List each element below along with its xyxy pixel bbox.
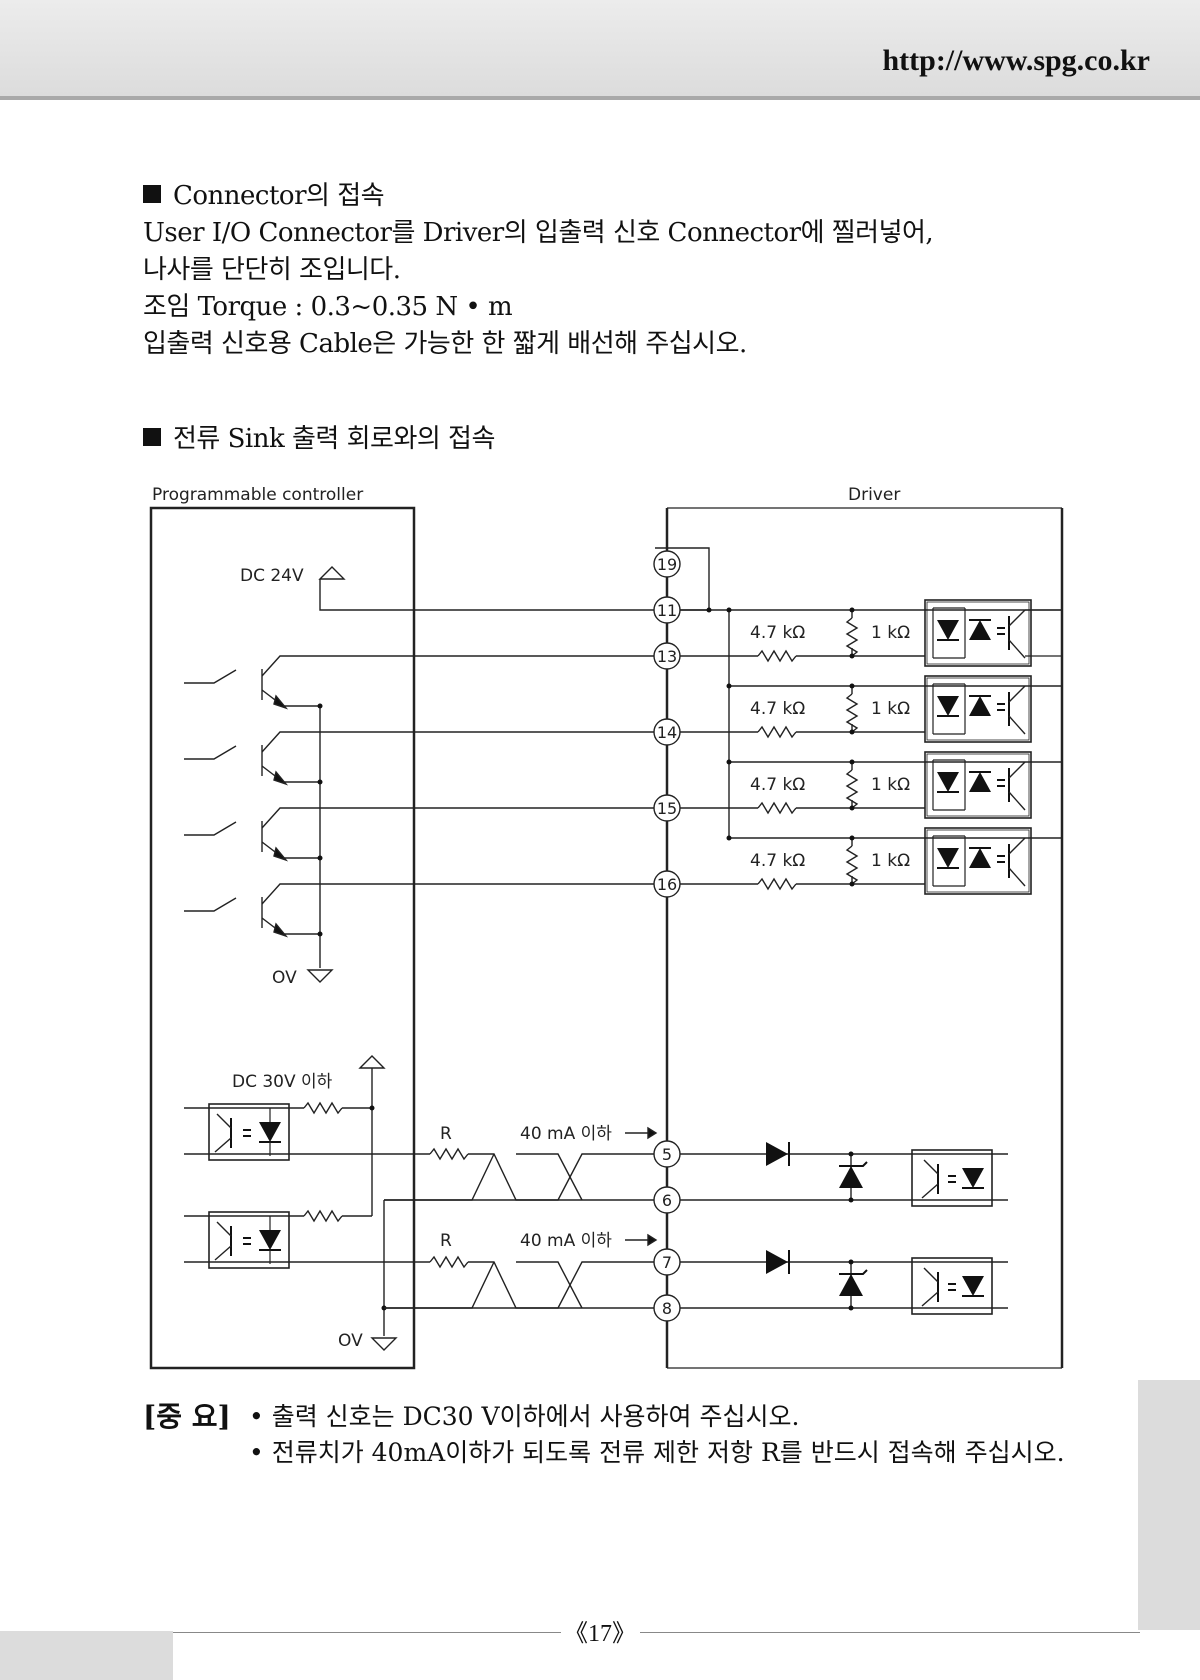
output-pair-7-8: R 40 mA 이하 <box>384 1231 658 1309</box>
input-channel-14: 4.7 kΩ 1 kΩ <box>679 675 1062 743</box>
notes-title: [중 요] <box>143 1400 231 1433</box>
driver-output-5-6 <box>679 1142 1008 1207</box>
wiring-diagram: Programmable controller Driver DC 24V <box>149 485 1064 1370</box>
pin-19: 19 <box>653 550 681 578</box>
connector-heading: Connector의 접속 <box>143 178 933 215</box>
resistor-1k-label: 1 kΩ <box>871 775 910 795</box>
resistor-1k-label: 1 kΩ <box>871 699 910 719</box>
current-limit-label: 40 mA 이하 <box>520 1231 612 1251</box>
page-number: 《17》 <box>564 1621 636 1647</box>
output-pair-5-6: R 40 mA 이하 <box>384 1124 658 1201</box>
input-channel-15: 4.7 kΩ 1 kΩ <box>679 751 1062 819</box>
square-bullet-icon <box>143 428 161 446</box>
input-channel-16: 4.7 kΩ 1 kΩ <box>679 827 1062 895</box>
current-limit-label: 40 mA 이하 <box>520 1124 612 1144</box>
svg-text:15: 15 <box>657 799 677 818</box>
diode-icon <box>766 1142 788 1166</box>
transistor-2 <box>184 731 655 786</box>
resistor-47k-label: 4.7 kΩ <box>750 851 805 871</box>
resistor-1k-label: 1 kΩ <box>871 851 910 871</box>
optocoupler-icon <box>208 1103 290 1161</box>
controller-box <box>149 506 416 1370</box>
resistor-47k-label: 4.7 kΩ <box>750 775 805 795</box>
driver-output-7-8 <box>679 1250 1008 1315</box>
svg-text:5: 5 <box>662 1145 672 1164</box>
zener-diode-icon <box>839 1274 863 1296</box>
sink-output-heading: 전류 Sink 출력 회로와의 접속 <box>143 421 495 458</box>
resistor-47k-icon <box>757 878 797 890</box>
dc24v-label: DC 24V <box>240 566 304 586</box>
page-header: http://www.spg.co.kr <box>0 0 1200 100</box>
connector-line-2: 나사를 단단히 조입니다. <box>143 255 401 285</box>
square-bullet-icon <box>143 185 161 203</box>
pin-7: 7 <box>653 1248 681 1276</box>
note-item: • 출력 신호는 DC30 V이하에서 사용하여 주십시오. <box>249 1402 800 1431</box>
resistor-47k-icon <box>757 802 797 814</box>
connector-section: Connector의 접속 User I/O Connector를 Driver… <box>143 178 934 363</box>
resistor-1k-label: 1 kΩ <box>871 623 910 643</box>
svg-text:11: 11 <box>657 601 677 620</box>
ground-icon <box>306 969 334 983</box>
svg-text:14: 14 <box>657 723 677 742</box>
diode-icon <box>766 1250 788 1274</box>
header-url: http://www.spg.co.kr <box>882 44 1150 77</box>
svg-text:7: 7 <box>662 1253 672 1272</box>
resistor-47k-icon <box>757 650 797 662</box>
optocoupler-icon <box>208 1211 290 1269</box>
svg-text:8: 8 <box>662 1299 672 1318</box>
transistor-1 <box>184 655 655 710</box>
controller-label: Programmable controller <box>152 485 363 505</box>
ground-icon <box>370 1337 398 1351</box>
svg-text:19: 19 <box>657 555 677 574</box>
driver-label: Driver <box>848 485 900 505</box>
dc30v-label: DC 30V 이하 <box>232 1072 333 1092</box>
optocoupler-icon <box>911 1257 993 1315</box>
pin-11: 11 <box>653 596 681 624</box>
svg-text:13: 13 <box>657 647 677 666</box>
pin-15: 15 <box>653 794 681 822</box>
pin-14: 14 <box>653 718 681 746</box>
power-arrow-icon <box>358 1055 386 1069</box>
dc24v-wire <box>319 579 655 611</box>
pin-8: 8 <box>653 1294 681 1322</box>
sink-output-heading-text: 전류 Sink 출력 회로와의 접속 <box>173 424 495 454</box>
zener-diode-icon <box>839 1166 863 1188</box>
ov-top-label: OV <box>272 968 297 988</box>
footer-rule-right <box>640 1632 1140 1633</box>
footer-rule-left <box>173 1632 561 1633</box>
svg-text:16: 16 <box>657 875 677 894</box>
optocoupler-icon <box>911 1149 993 1207</box>
resistor-r-label: R <box>440 1231 452 1251</box>
resistor-47k-icon <box>757 726 797 738</box>
power-arrow-icon <box>318 566 346 580</box>
connector-heading-text: Connector의 접속 <box>173 181 385 211</box>
ov-bottom-label: OV <box>338 1331 363 1351</box>
transistor-4 <box>184 883 655 938</box>
footer-block <box>0 1631 173 1680</box>
pin-13: 13 <box>653 642 681 670</box>
input-channel-13: 4.7 kΩ 1 kΩ <box>679 599 1062 667</box>
svg-text:6: 6 <box>662 1191 672 1210</box>
connector-line-4: 입출력 신호용 Cable은 가능한 한 짧게 배선해 주십시오. <box>143 329 747 359</box>
sink-output-section: 전류 Sink 출력 회로와의 접속 <box>143 421 495 458</box>
resistor-r-label: R <box>440 1124 452 1144</box>
connector-line-3: 조임 Torque : 0.3~0.35 N • m <box>143 292 513 322</box>
resistor-47k-label: 4.7 kΩ <box>750 699 805 719</box>
pin-16: 16 <box>653 870 681 898</box>
side-tab <box>1138 1380 1200 1630</box>
connector-line-1: User I/O Connector를 Driver의 입출력 신호 Conne… <box>143 218 934 248</box>
notes-list: • 출력 신호는 DC30 V이하에서 사용하여 주십시오. • 전류치가 40… <box>249 1399 1065 1471</box>
pin-6: 6 <box>653 1186 681 1214</box>
note-item: • 전류치가 40mA이하가 되도록 전류 제한 저항 R를 반드시 접속해 주… <box>249 1438 1065 1467</box>
controller-input-2 <box>184 1210 430 1269</box>
pin-5: 5 <box>653 1140 681 1168</box>
controller-input-1 <box>184 1102 430 1161</box>
resistor-47k-label: 4.7 kΩ <box>750 623 805 643</box>
transistor-3 <box>184 807 655 862</box>
